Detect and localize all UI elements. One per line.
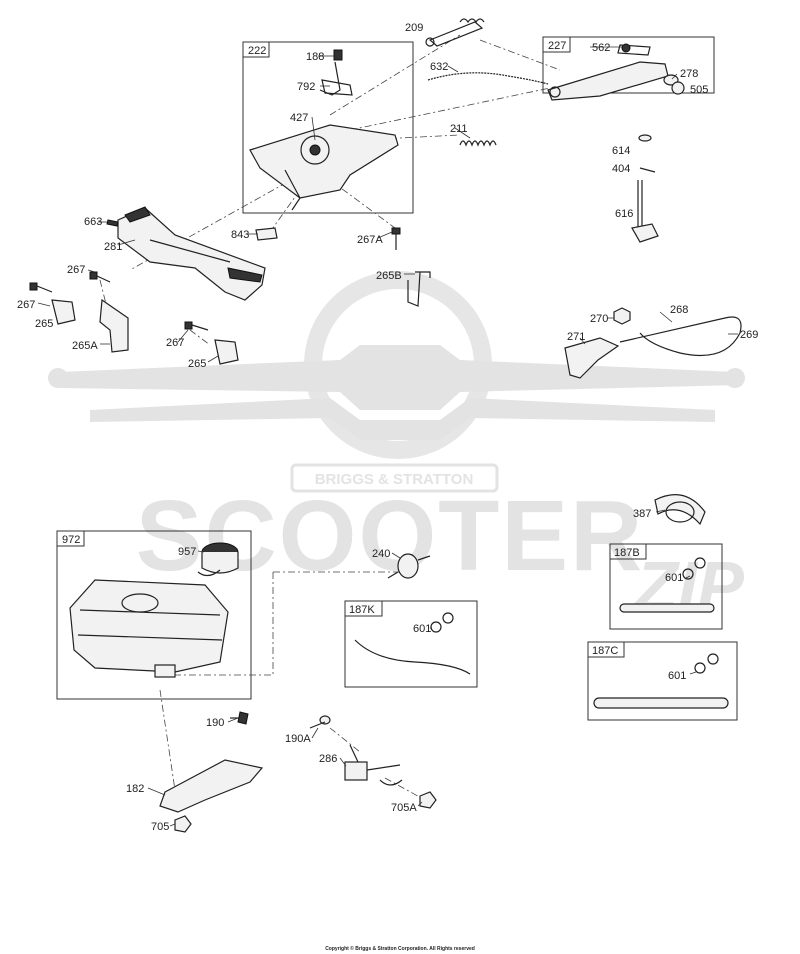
label-267-a: 267 <box>67 264 85 276</box>
part-182-plate <box>159 759 264 813</box>
leader-lines <box>37 46 738 827</box>
box-frames: 222 227 972 187K 187B 187C <box>56 36 738 721</box>
label-268: 268 <box>670 304 688 316</box>
label-601-c: 601 <box>668 670 686 682</box>
part-843-clip <box>255 227 278 241</box>
part-labels: 209 188 792 427 632 562 278 505 211 614 … <box>17 22 758 833</box>
box-227-label: 227 <box>548 40 566 52</box>
copyright-notice: Copyright © Briggs & Stratton Corporatio… <box>325 945 475 952</box>
label-267-b: 267 <box>17 299 35 311</box>
label-705: 705 <box>151 821 169 833</box>
part-270-nut <box>613 307 631 325</box>
label-562: 562 <box>592 42 610 54</box>
part-240-valve <box>387 553 431 579</box>
part-281-shroud <box>117 206 266 301</box>
part-705A-nut <box>419 791 437 809</box>
label-267A: 267A <box>357 234 383 246</box>
part-705-nut <box>174 815 192 833</box>
part-404-pin <box>639 167 656 173</box>
label-601-a: 601 <box>413 623 431 635</box>
box-227 <box>542 36 715 94</box>
part-265-clip-2 <box>214 339 239 365</box>
part-614-washer <box>638 134 652 142</box>
part-222-bracket <box>249 49 399 211</box>
connection-lines <box>99 34 561 801</box>
part-616-rod <box>631 180 659 243</box>
label-792: 792 <box>297 81 315 93</box>
label-182: 182 <box>126 783 144 795</box>
part-190A-screw <box>309 715 331 729</box>
box-187C <box>587 641 738 721</box>
watermark-brand: BRIGGS & STRATTON <box>315 471 474 488</box>
label-427: 427 <box>290 112 308 124</box>
box-222-label: 222 <box>248 45 266 57</box>
label-188: 188 <box>306 51 324 63</box>
label-616: 616 <box>615 208 633 220</box>
part-267A-bolt <box>391 227 401 250</box>
part-187B-hose <box>619 603 715 613</box>
part-211-spring <box>459 140 497 147</box>
box-187K <box>344 600 478 688</box>
part-187K-hose <box>354 639 471 675</box>
part-286-solenoid <box>344 744 403 786</box>
part-267-bolt <box>29 271 209 331</box>
part-632-cable <box>427 72 549 85</box>
label-267-c: 267 <box>166 337 184 349</box>
label-265-a: 265 <box>35 318 53 330</box>
part-190-bolt <box>230 711 249 725</box>
box-972-label: 972 <box>62 534 80 546</box>
label-705A: 705A <box>391 802 417 814</box>
part-268-cable <box>619 316 742 357</box>
label-505: 505 <box>690 84 708 96</box>
label-211: 211 <box>450 123 468 135</box>
box-187K-label: 187K <box>349 604 375 616</box>
box-187B <box>609 543 723 630</box>
label-278: 278 <box>680 68 698 80</box>
label-387: 387 <box>633 508 651 520</box>
label-663: 663 <box>84 216 102 228</box>
box-187B-label: 187B <box>614 547 640 559</box>
label-209: 209 <box>405 22 423 34</box>
label-269: 269 <box>740 329 758 341</box>
part-265A-bracket <box>99 298 129 353</box>
part-265B-bracket <box>407 271 431 307</box>
label-190: 190 <box>206 717 224 729</box>
label-270: 270 <box>590 313 608 325</box>
part-387-grommet <box>654 494 706 526</box>
part-601-clamps <box>430 557 719 674</box>
label-957: 957 <box>178 546 196 558</box>
label-271: 271 <box>567 331 585 343</box>
label-265A: 265A <box>72 340 98 352</box>
box-972 <box>56 530 252 700</box>
part-227-lever <box>547 43 685 101</box>
label-190A: 190A <box>285 733 311 745</box>
label-286: 286 <box>319 753 337 765</box>
part-187C-hose <box>593 697 729 709</box>
part-271-bracket <box>564 337 620 379</box>
label-843: 843 <box>231 229 249 241</box>
label-281: 281 <box>104 241 122 253</box>
label-601-b: 601 <box>665 572 683 584</box>
watermark-suffix: ZIP <box>633 547 744 625</box>
part-972-tank <box>69 579 229 678</box>
label-265B: 265B <box>376 270 402 282</box>
part-957-cap <box>197 542 239 577</box>
part-663-screw <box>106 219 119 227</box>
label-614: 614 <box>612 145 630 157</box>
parts <box>29 18 742 833</box>
label-404: 404 <box>612 163 630 175</box>
part-209-spring <box>425 18 485 47</box>
box-222 <box>242 41 414 214</box>
label-265-b: 265 <box>188 358 206 370</box>
part-265-clip <box>51 299 76 325</box>
box-187C-label: 187C <box>592 645 618 657</box>
label-240: 240 <box>372 548 390 560</box>
label-632: 632 <box>430 61 448 73</box>
